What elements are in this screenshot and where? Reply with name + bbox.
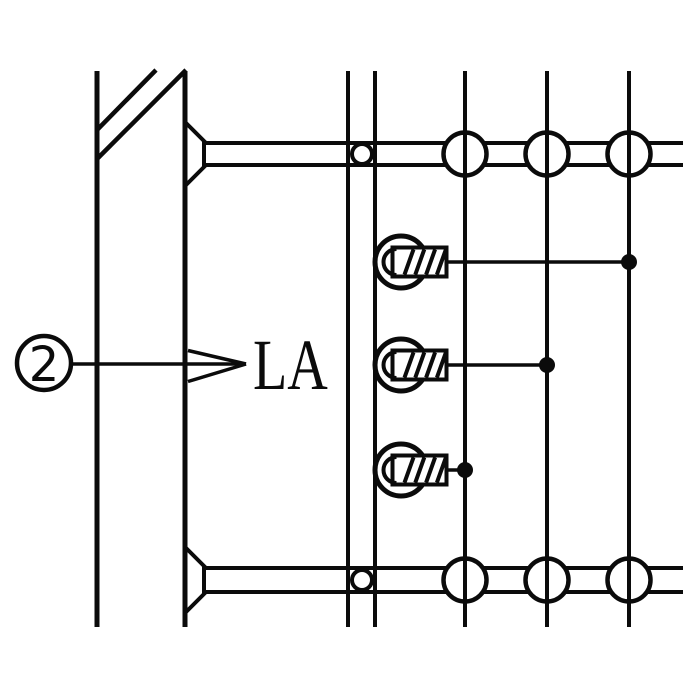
junction-node-small [350, 142, 374, 166]
hatch-diagonal-2 [95, 68, 188, 161]
callout: 2 LA [14, 324, 328, 405]
arrester-label: LA [253, 324, 328, 404]
top-busbar [184, 121, 683, 187]
callout-arrowhead [187, 348, 247, 384]
bottom-busbar [184, 546, 683, 614]
connection-dot [539, 357, 555, 373]
callout-number: 2 [29, 337, 60, 393]
arrester-hatching [402, 248, 448, 276]
lightning-arresters [372, 233, 637, 499]
bottom-busbar-flare [184, 546, 208, 614]
support-structure [94, 68, 188, 627]
feeder-lines [346, 71, 631, 627]
arrester-hatching [402, 351, 448, 379]
connection-dot [621, 254, 637, 270]
hatch-diagonal-1 [95, 68, 158, 132]
arrester-symbol [372, 441, 473, 499]
connection-dot [457, 462, 473, 478]
arrester-symbol [372, 233, 637, 291]
arrester-inner-arc [381, 455, 397, 485]
arrester-symbol [372, 336, 555, 394]
arrester-inner-arc [381, 247, 397, 277]
junction-node-small [350, 568, 374, 592]
callout-circle [14, 333, 74, 393]
arrester-hatching [402, 456, 448, 484]
top-busbar-flare [184, 121, 208, 187]
arrester-inner-arc [381, 350, 397, 380]
